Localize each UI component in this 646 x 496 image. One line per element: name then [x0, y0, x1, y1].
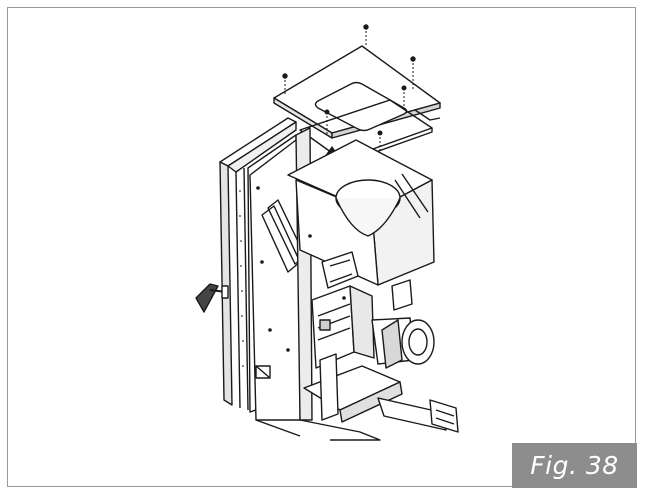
screw-icon [282, 24, 416, 160]
lid-plate [273, 45, 441, 139]
stove-body [219, 117, 459, 441]
handle-icon [195, 283, 229, 313]
figure-caption-badge: Fig. 38 [512, 443, 637, 488]
